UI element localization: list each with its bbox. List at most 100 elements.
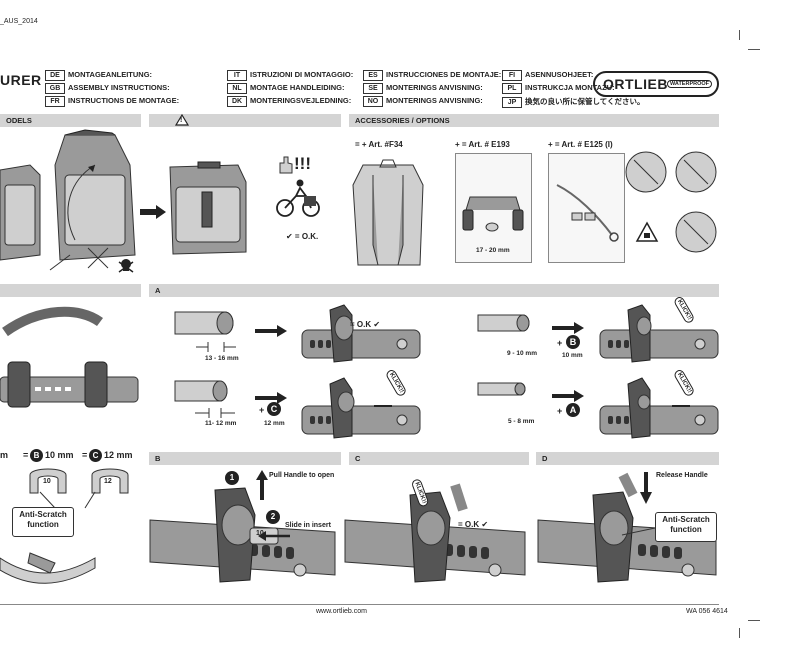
language-label: MONTERINGS ANVISNING: <box>386 83 483 92</box>
section-a-bar: A <box>149 284 719 297</box>
insert-b-size: 10 mm <box>45 450 74 460</box>
arrow-right-icon <box>140 205 166 219</box>
accessory-2-label: + = Art. # E193 <box>455 140 510 149</box>
warning-exclaim: !!! <box>294 154 311 173</box>
skull-icon <box>118 259 134 273</box>
language-code: FI <box>502 70 522 81</box>
section-warning-bar: ! <box>149 113 341 127</box>
step-b-slide: Slide in insert <box>285 522 331 529</box>
language-code: IT <box>227 70 247 81</box>
tube-5-8-illustration <box>477 382 526 396</box>
language-code: DK <box>227 96 247 107</box>
insert-10-label: 10 <box>43 478 51 485</box>
dim-line <box>196 342 236 352</box>
plus-sign: + <box>557 406 563 416</box>
step-c-ok: = O.K ✔ <box>458 520 489 529</box>
lock-warning-icon <box>635 221 659 242</box>
brand-tag: WATERPROOF <box>667 80 713 88</box>
dim-line <box>195 408 235 418</box>
language-code: NO <box>363 96 383 107</box>
language-label: MONTAGE HANDLEIDING: <box>250 83 345 92</box>
crop-mark <box>739 628 740 638</box>
anti-scratch-handle-illustration <box>0 552 96 584</box>
section-c-bar: C <box>349 452 529 465</box>
language-code: SE <box>363 83 383 94</box>
plus-sign: + <box>557 338 563 348</box>
accessory-1-label: = + Art. #F34 <box>355 140 403 149</box>
cyclist-icon <box>276 179 320 217</box>
language-label: ASENNUSOHJEET: <box>525 70 594 79</box>
crop-mark <box>739 30 740 40</box>
tube-13-16-illustration <box>174 311 234 335</box>
clamp-b-illustration <box>599 304 719 363</box>
anti-scratch-callout-left: Anti-Scratch function <box>12 507 74 537</box>
callout-line <box>621 527 656 536</box>
insert-c-badge: C <box>89 449 102 462</box>
cable-illustration <box>556 184 619 242</box>
language-label: ISTRUZIONI DI MONTAGGIO: <box>250 70 354 79</box>
arrow-right-icon <box>255 325 287 337</box>
brand-name: ORTLIEB <box>603 76 668 92</box>
language-code: PL <box>502 83 522 94</box>
insert-10-illustration <box>29 468 67 494</box>
language-label: ASSEMBLY INSTRUCTIONS: <box>68 83 170 92</box>
arrow-right-icon <box>552 322 584 334</box>
section-models-bar: ODELS <box>0 114 141 127</box>
footer-url[interactable]: www.ortlieb.com <box>316 608 367 615</box>
step-b-insert-label: 10 <box>256 530 264 537</box>
insert-12-label: 12 <box>104 478 112 485</box>
language-label: MONTERINGSVEJLEDNING: <box>250 96 352 105</box>
insert-b-badge: B <box>30 449 43 462</box>
adapter-illustration <box>462 196 524 232</box>
arrow-down-icon <box>640 472 652 504</box>
language-label: INSTRUCTIONS DE MONTAGE: <box>68 96 180 105</box>
dim-9-10: 9 - 10 mm <box>507 350 537 357</box>
language-label: INSTRUCCIONES DE MONTAJE: <box>386 70 502 79</box>
crop-mark <box>748 620 760 621</box>
language-label: 換気の良い所に保管してください。 <box>525 97 645 106</box>
dim-13-16: 13 - 16 mm <box>205 355 239 362</box>
step-b-pull: Pull Handle to open <box>269 472 335 479</box>
step-a-ok: = O.K ✔ <box>350 320 381 329</box>
footer-rule <box>0 604 719 605</box>
hand-warning-icon <box>279 156 293 174</box>
language-code: FR <box>45 96 65 107</box>
section-d-bar: D <box>536 452 719 465</box>
language-label: MONTERINGS ANVISNING: <box>386 96 483 105</box>
doc-ref: _AUS_2014 <box>0 18 38 25</box>
warning-ok: ✔ = O.K. <box>286 232 319 241</box>
backpack-illustration <box>352 159 424 266</box>
clamp-a-illustration <box>599 377 719 439</box>
plus-sign: + <box>259 405 265 415</box>
accessory-2-dim: 17 - 20 mm <box>476 247 510 254</box>
anti-scratch-callout-right: Anti-Scratch function <box>655 512 717 542</box>
dim-11-12: 11- 12 mm <box>205 420 237 427</box>
brand-logo: ORTLIEB WATERPROOF <box>593 71 719 97</box>
step-d-release: Release Handle <box>656 472 708 479</box>
warning-mark: ! <box>180 117 183 124</box>
section-b-bar: B <box>149 452 341 465</box>
accessory-3-label: + = Art. # E125 (I) <box>548 140 613 149</box>
language-code: JP <box>502 97 522 108</box>
section-accessories-bar: ACCESSORIES / OPTIONS <box>349 114 719 127</box>
insert-partial-mm: m <box>0 450 9 460</box>
insert-c-eq: = <box>82 450 88 460</box>
bag-closed-illustration <box>169 161 247 255</box>
dim-5-8: 5 - 8 mm <box>508 418 535 425</box>
insert-c-size: 12 mm <box>104 450 133 460</box>
arrow-right-icon <box>255 392 287 404</box>
language-code: GB <box>45 83 65 94</box>
step-b-number-2: 2 <box>266 510 280 524</box>
callout-lines <box>39 491 96 509</box>
